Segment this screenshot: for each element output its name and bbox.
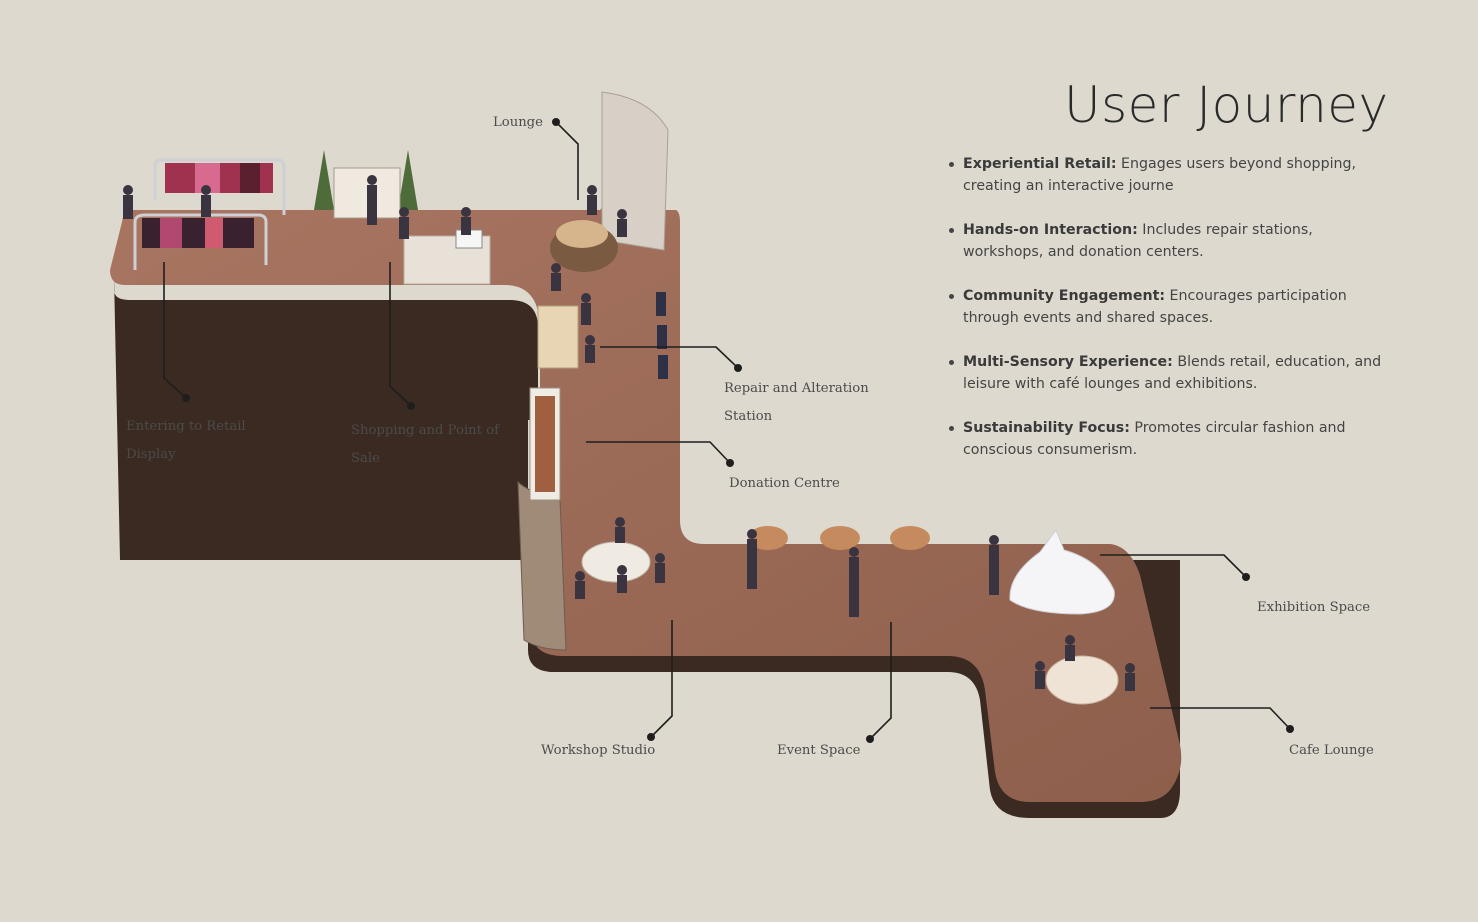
label-cafe: Cafe Lounge xyxy=(1289,743,1374,758)
leader-lines xyxy=(163,121,1291,740)
leader-entering xyxy=(163,262,187,399)
feature-list: Experiential Retail: Engages users beyon… xyxy=(948,154,1388,484)
label-shopping-line1: Shopping and Point of xyxy=(351,423,499,438)
mannequin-3 xyxy=(658,355,668,379)
feature-text: Blends retail, education, and leisure wi… xyxy=(963,354,1382,392)
label-repair-line1: Repair and Alteration xyxy=(724,381,869,396)
repair-table xyxy=(537,305,579,369)
plant-left xyxy=(314,150,334,210)
donation-shelf-interior xyxy=(535,396,555,492)
feature-text: Includes repair stations, workshops, and… xyxy=(963,222,1313,260)
platform-floor xyxy=(110,205,1182,802)
feature-text: Engages users beyond shopping, creating … xyxy=(963,156,1357,194)
label-exhibition: Exhibition Space xyxy=(1257,600,1371,615)
feature-heading: Experiential Retail: xyxy=(963,156,1117,172)
feature-item: Sustainability Focus: Promotes circular … xyxy=(948,418,1388,484)
feature-text: Encourages participation through events … xyxy=(963,288,1347,326)
event-table-1 xyxy=(748,526,788,550)
leader-lounge xyxy=(555,121,579,200)
mannequin-1 xyxy=(656,292,666,316)
leader-repair xyxy=(600,346,739,369)
feature-item: Community Engagement: Encourages partici… xyxy=(948,286,1388,352)
feature-heading: Hands-on Interaction: xyxy=(963,222,1138,238)
workshop-wall xyxy=(517,480,567,651)
lounge-table xyxy=(556,220,608,248)
label-workshop: Workshop Studio xyxy=(541,743,656,758)
workshop-table xyxy=(581,541,651,583)
feature-item: Multi-Sensory Experience: Blends retail,… xyxy=(948,352,1388,418)
label-repair-line2: Station xyxy=(724,409,773,424)
feature-heading: Community Engagement: xyxy=(963,288,1166,304)
leader-shopping xyxy=(389,262,412,407)
leader-event xyxy=(869,622,892,740)
clothing-rack-back xyxy=(153,158,286,215)
people xyxy=(123,175,1135,691)
leader-cafe xyxy=(1150,707,1291,730)
leader-donation xyxy=(586,441,731,464)
page-title: User Journey xyxy=(1064,76,1389,134)
feature-item: Hands-on Interaction: Includes repair st… xyxy=(948,220,1388,286)
leader-dots xyxy=(182,118,1294,743)
label-entering-line2: Display xyxy=(126,447,176,462)
label-shopping-line2: Sale xyxy=(351,451,380,466)
label-event: Event Space xyxy=(777,743,861,758)
mannequin-2 xyxy=(657,325,667,349)
label-donation: Donation Centre xyxy=(729,476,840,491)
lounge-wall xyxy=(601,91,669,251)
label-entering-line1: Entering to Retail xyxy=(126,419,246,434)
cafe-table xyxy=(1045,655,1119,705)
event-table-2 xyxy=(820,526,860,550)
event-table-3 xyxy=(890,526,930,550)
feature-heading: Multi-Sensory Experience: xyxy=(963,354,1173,370)
feature-heading: Sustainability Focus: xyxy=(963,420,1130,436)
label-lounge: Lounge xyxy=(493,115,543,130)
leader-workshop xyxy=(650,620,673,738)
leader-exhibition xyxy=(1100,554,1247,578)
plant-right xyxy=(398,150,418,210)
platform-edge xyxy=(114,276,1180,818)
exhibition-dress xyxy=(1009,528,1115,615)
feature-item: Experiential Retail: Engages users beyon… xyxy=(948,154,1388,220)
feature-text: Promotes circular fashion and conscious … xyxy=(963,420,1346,458)
